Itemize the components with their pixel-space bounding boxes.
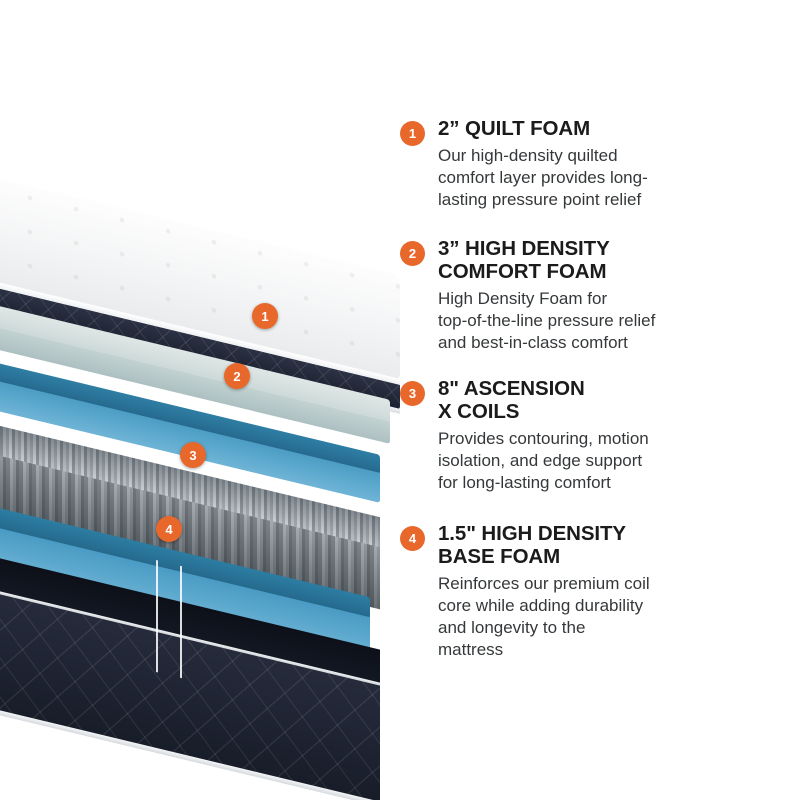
feature-text-column: 8" ASCENSION X COILS Provides contouring…: [438, 377, 750, 494]
feature-item-comfort-foam: 2 3” HIGH DENSITY COMFORT FOAM High Dens…: [400, 237, 750, 354]
feature-text-column: 3” HIGH DENSITY COMFORT FOAM High Densit…: [438, 237, 750, 354]
feature-description: Our high-density quilted comfort layer p…: [438, 145, 648, 210]
feature-badge-1: 1: [400, 121, 425, 146]
feature-text-column: 1.5" HIGH DENSITY BASE FOAM Reinforces o…: [438, 522, 750, 661]
mattress-cutaway-diagram: 1 2 3 4: [0, 150, 400, 800]
feature-badge-4: 4: [400, 526, 425, 551]
feature-list: 1 2” QUILT FOAM Our high-density quilted…: [400, 0, 800, 800]
diagram-badge-4[interactable]: 4: [156, 516, 182, 542]
feature-description: Provides contouring, motion isolation, a…: [438, 428, 649, 493]
foundation-handle-right: [156, 560, 182, 679]
diagram-badge-2[interactable]: 2: [224, 363, 250, 389]
badge-column: 2: [400, 238, 438, 354]
layer-foundation-box: [0, 520, 380, 800]
feature-description: High Density Foam for top-of-the-line pr…: [438, 288, 656, 353]
badge-column: 1: [400, 118, 438, 211]
feature-description: Reinforces our premium coil core while a…: [438, 573, 650, 660]
layer-quilt-cover: [0, 150, 400, 414]
feature-title: 2” QUILT FOAM: [438, 117, 591, 140]
diagram-badge-1[interactable]: 1: [252, 303, 278, 329]
feature-item-base-foam: 4 1.5" HIGH DENSITY BASE FOAM Reinforces…: [400, 522, 750, 661]
feature-badge-3: 3: [400, 381, 425, 406]
feature-title: 8" ASCENSION X COILS: [438, 377, 585, 423]
feature-item-quilt-foam: 1 2” QUILT FOAM Our high-density quilted…: [400, 117, 750, 211]
badge-column: 4: [400, 523, 438, 661]
feature-text-column: 2” QUILT FOAM Our high-density quilted c…: [438, 117, 750, 211]
feature-title: 1.5" HIGH DENSITY BASE FOAM: [438, 522, 627, 568]
feature-badge-2: 2: [400, 241, 425, 266]
badge-column: 3: [400, 378, 438, 494]
diagram-badge-3[interactable]: 3: [180, 442, 206, 468]
feature-item-coils: 3 8" ASCENSION X COILS Provides contouri…: [400, 377, 750, 494]
feature-title: 3” HIGH DENSITY COMFORT FOAM: [438, 237, 610, 283]
